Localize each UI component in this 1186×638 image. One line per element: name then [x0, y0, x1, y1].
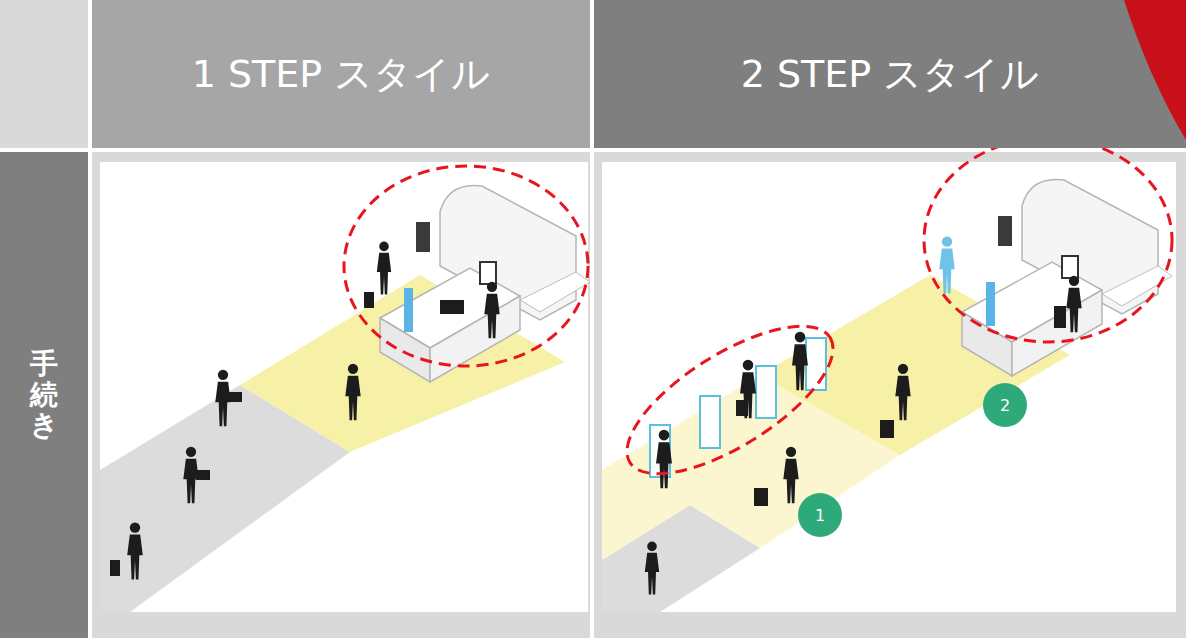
- row-header-text: 手続き: [30, 349, 58, 441]
- callout-number: 1: [798, 493, 842, 537]
- column-header: 2 STEP スタイル: [594, 0, 1186, 148]
- column-header-text: 1 STEP スタイル: [192, 49, 491, 100]
- column-header: 1 STEP スタイル: [92, 0, 590, 148]
- callout-number-text: 1: [815, 506, 825, 525]
- row-header: 手続き: [0, 152, 88, 638]
- column-header-text: 2 STEP スタイル: [741, 49, 1040, 100]
- callout-number-text: 2: [1000, 396, 1010, 415]
- callout-number: 2: [983, 383, 1027, 427]
